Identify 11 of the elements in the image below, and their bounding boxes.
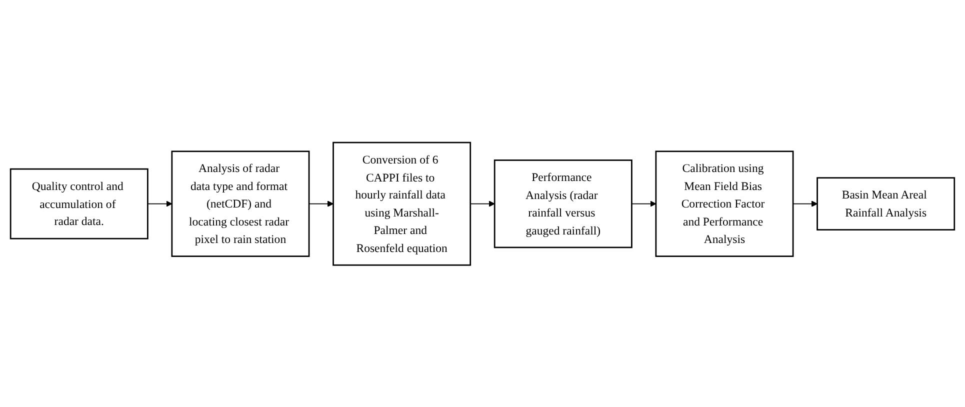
arrow	[792, 200, 818, 207]
node-box: Performance Analysis (radar rainfall versus gauged rainfall)	[494, 159, 632, 248]
node-box: Calibration using Mean Field Bias Correction Factor and Performance Analysis	[655, 150, 794, 257]
node-box: Conversion of 6 CAPPI files to hourly rainfall data using Marshall-Palmer and Rosenfeld equation	[332, 142, 472, 266]
arrow	[147, 200, 172, 207]
node-box: Analysis of radar data type and format (netCDF) and locating closest radar pixel to rain station	[171, 150, 310, 257]
node-box: Basin Mean Areal Rainfall Analysis	[816, 176, 956, 230]
arrow	[631, 200, 656, 207]
arrow	[470, 200, 495, 207]
arrow	[308, 200, 334, 207]
node-box: Quality control and accumulation of radar data.	[10, 168, 148, 239]
